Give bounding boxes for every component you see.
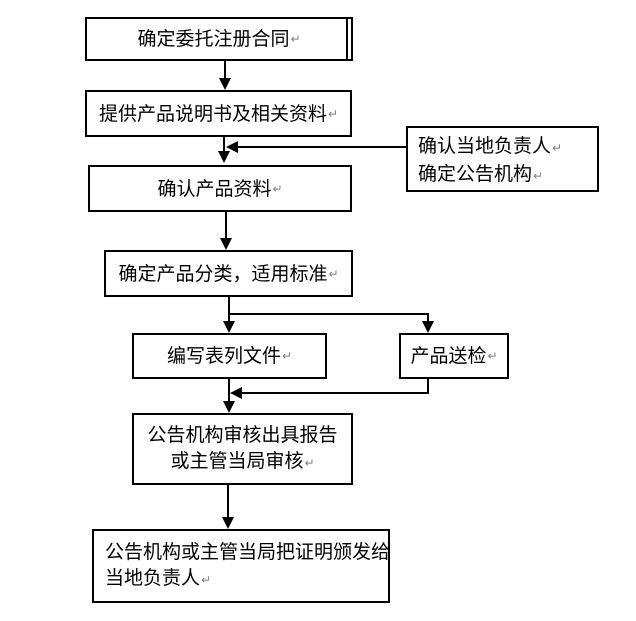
connector-branch-left <box>228 313 230 323</box>
connector-test-down <box>427 379 429 394</box>
node-contract: 确定委托注册合同↵ <box>85 17 353 61</box>
node-docs: 编写表列文件↵ <box>132 333 327 379</box>
arrowhead-down-icon <box>220 238 232 250</box>
double-edge-line <box>346 19 348 59</box>
node-issue-line2: 当地负责人↵ <box>105 567 212 589</box>
connector-classify-stem <box>228 297 230 314</box>
connector-contract-materials <box>224 61 226 79</box>
return-mark-icon: ↵ <box>201 573 212 587</box>
node-review: 公告机构审核出具报告 或主管当局审核↵ <box>132 413 353 485</box>
node-review-line2: 或主管当局审核↵ <box>170 450 315 472</box>
return-mark-icon: ↵ <box>281 349 293 363</box>
node-issue-line1: 公告机构或主管当局把证明颁发给 <box>105 541 391 563</box>
arrowhead-down-icon <box>219 78 231 90</box>
connector-test-merge <box>241 392 429 394</box>
node-side: 确认当地负责人↵ 确定公告机构↵ <box>406 126 599 192</box>
node-classify-label: 确定产品分类，适用标准 <box>118 262 328 285</box>
connector-materials-confirm <box>223 137 225 152</box>
node-issue: 公告机构或主管当局把证明颁发给 当地负责人↵ <box>92 529 390 603</box>
node-contract-label: 确定委托注册合同 <box>137 28 290 50</box>
node-side-line2: 确定公告机构↵ <box>418 163 544 185</box>
arrowhead-left-icon <box>226 141 238 153</box>
arrowhead-left-icon <box>230 387 242 399</box>
arrowhead-down-icon <box>422 321 434 333</box>
connector-review-issue <box>227 485 229 518</box>
node-test-label: 产品送检 <box>410 345 487 367</box>
connector-branch <box>228 313 429 315</box>
node-classify: 确定产品分类，适用标准↵ <box>104 250 353 297</box>
return-mark-icon: ↵ <box>327 106 339 121</box>
return-mark-icon: ↵ <box>304 456 315 470</box>
return-mark-icon: ↵ <box>272 181 283 196</box>
arrowhead-down-icon <box>223 401 235 413</box>
arrowhead-down-icon <box>222 517 234 529</box>
connector-confirm-classify <box>225 212 227 239</box>
node-materials-label: 提供产品说明书及相关资料 <box>98 102 327 125</box>
return-mark-icon: ↵ <box>290 32 301 46</box>
return-mark-icon: ↵ <box>533 169 544 183</box>
return-mark-icon: ↵ <box>328 266 339 281</box>
node-test: 产品送检↵ <box>399 333 509 379</box>
connector-docs-review <box>228 379 230 402</box>
arrowhead-down-icon <box>223 321 235 333</box>
node-confirm: 确认产品资料↵ <box>88 165 352 212</box>
node-review-line1: 公告机构审核出具报告 <box>147 424 338 446</box>
node-confirm-label: 确认产品资料 <box>157 177 272 200</box>
node-materials: 提供产品说明书及相关资料↵ <box>85 90 352 137</box>
connector-side-main <box>237 146 406 148</box>
arrowhead-down-icon <box>218 151 230 163</box>
return-mark-icon: ↵ <box>552 141 563 155</box>
return-mark-icon: ↵ <box>487 349 498 363</box>
node-docs-label: 编写表列文件 <box>166 345 281 367</box>
node-side-line1: 确认当地负责人↵ <box>418 135 563 157</box>
connector-branch-right <box>427 313 429 323</box>
